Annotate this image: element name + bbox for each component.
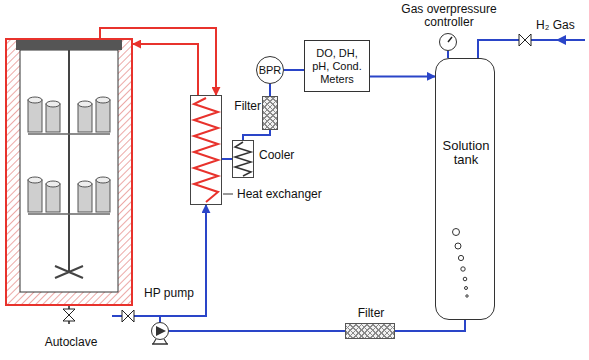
water-line [395, 320, 465, 331]
node-label: Filter [225, 100, 261, 113]
water-line [169, 330, 345, 332]
node-label: Solution tank [436, 139, 496, 167]
label-holder: HP pump [144, 287, 200, 300]
label-holder: H₂ Gas [536, 19, 575, 32]
water-line [269, 84, 271, 96]
node-label: Filter [346, 307, 396, 320]
water-line [447, 51, 449, 58]
meter-box: DO, DH, pH, Cond. Meters [304, 40, 370, 92]
water-line [284, 69, 304, 71]
hp-pump: HP pump [151, 322, 169, 340]
node-label: Heat exchanger [237, 188, 332, 201]
water-line [222, 158, 232, 160]
pressure-gauge: Gas overpressure controller [439, 33, 457, 51]
label-holder: Filter [346, 307, 396, 320]
filter: Filter [345, 323, 395, 339]
node-label: Gas overpressure controller [389, 3, 509, 29]
back-pressure-regulator: BPR [256, 56, 284, 84]
label-holder: Heat exchanger [237, 188, 332, 201]
gas-inlet-label: H₂ Gas [536, 19, 575, 32]
cooler-coil: Cooler [232, 140, 254, 178]
heat-exchanger: Heat exchanger [190, 95, 222, 205]
label-holder: Solution tank [436, 139, 496, 167]
label-holder: Gas overpressure controller [389, 3, 509, 29]
filter: Filter [262, 96, 278, 130]
label-holder: Autoclave [7, 336, 135, 349]
label-holder: Filter [225, 100, 261, 113]
water-line [243, 130, 270, 140]
water-line [160, 205, 206, 322]
node-label: Autoclave [7, 336, 135, 349]
water-line [370, 75, 435, 77]
hot-line [133, 44, 198, 95]
autoclave-vessel: Autoclave [5, 38, 133, 306]
solution-tank: Solution tank [435, 58, 495, 320]
node-label: Cooler [259, 149, 309, 162]
node-label: HP pump [144, 287, 200, 300]
label-holder: Cooler [259, 149, 309, 162]
node-label: DO, DH, pH, Cond. Meters [307, 47, 367, 86]
node-label: BPR [259, 64, 282, 77]
